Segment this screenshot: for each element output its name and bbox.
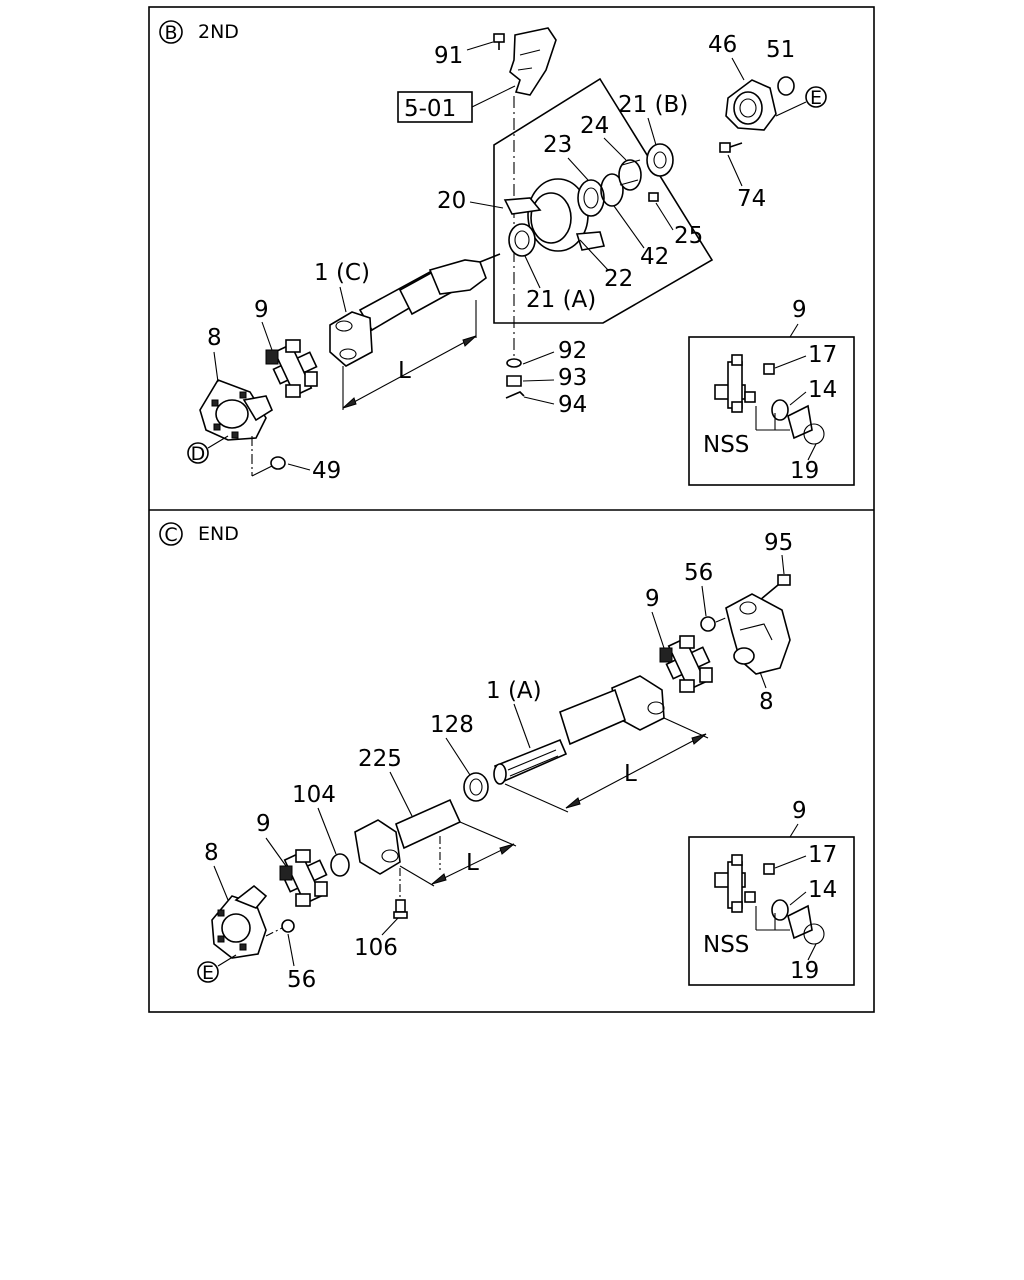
label-94: 94 [558,392,587,418]
inset-nss-b: 9 17 14 NSS 19 [688,297,855,486]
panel-b-marker: B [164,22,177,44]
label-8-lower: 8 [204,840,219,866]
panel-b: B 2ND 91 5-01 20 [159,20,855,486]
label-106: 106 [354,935,398,961]
circle-e-b-label: E [810,87,822,109]
inset-b-label-nss: NSS [703,432,749,458]
bracket [509,27,557,96]
flange-46 [725,79,777,131]
label-23: 23 [543,132,572,158]
ujoint-9-b [265,339,318,398]
label-21b: 21 (B) [618,92,688,118]
inset-c-label-14: 14 [808,877,837,903]
slip-yoke-225 [354,798,462,875]
panel-c-title: END [198,523,239,545]
label-95: 95 [764,530,793,556]
label-9-top: 9 [645,586,660,612]
ring-128 [463,772,489,802]
inset-c-label-9: 9 [792,798,807,824]
panel-b-marker-circle [159,20,183,44]
label-128: 128 [430,712,474,738]
seal-24 [618,159,642,191]
panel-c-marker-circle [159,522,183,546]
panel-b-title: 2ND [198,21,239,43]
bolt-91 [493,33,505,50]
shaft-1c [329,253,501,367]
bolt-95 [759,574,791,601]
flange-yoke-8-top [725,593,791,675]
label-25: 25 [674,223,703,249]
nut-93 [506,375,522,387]
circle-d-label: D [191,443,206,465]
shaft-1a [493,675,665,785]
label-21a: 21 (A) [526,287,596,313]
bearing-outline [493,77,714,324]
inset-c-label-19: 19 [790,958,819,984]
flange-yoke-8-lower [211,884,268,959]
label-91: 91 [434,43,463,69]
label-93: 93 [558,365,587,391]
nut-51 [777,76,795,96]
panel-b-header: B 2ND [159,20,239,44]
center-bearing-housing [503,178,606,257]
label-8-b: 8 [207,325,222,351]
label-225: 225 [358,746,402,772]
circle-e-b [805,86,827,108]
nut-49 [270,456,286,470]
inset-b-label-19: 19 [790,458,819,484]
nipple-106 [393,899,408,919]
washer-56-lower [281,919,295,933]
circle-e-c-label: E [202,962,214,984]
bearing-23 [577,179,605,217]
pin-94 [505,391,525,399]
circle-d [187,442,209,464]
label-56-top: 56 [684,560,713,586]
seal-104 [330,853,350,877]
panel-c-marker: C [164,524,177,546]
inset-b-label-17: 17 [808,342,837,368]
inset-b-label-14: 14 [808,377,837,403]
label-1a: 1 (A) [486,678,542,704]
label-92: 92 [558,338,587,364]
label-9-b: 9 [254,297,269,323]
inset-nss-c: 9 17 14 NSS 19 [688,798,855,986]
label-20: 20 [437,188,466,214]
label-l-c2: L [466,850,479,876]
ring-42 [600,173,624,207]
panel-c: C END 95 56 8 [159,522,855,993]
label-42: 42 [640,244,669,270]
nut-56-top [700,616,716,632]
inset-b-label-9: 9 [792,297,807,323]
label-46: 46 [708,32,737,58]
ujoint-9-lower [279,849,328,907]
circle-e-c [197,961,219,983]
bolt-74 [719,142,743,153]
nipple-25 [648,192,659,202]
washer-92 [506,358,522,368]
ref-box-label: 5-01 [404,96,456,122]
label-74: 74 [737,186,766,212]
panel-c-header: C END [159,522,239,546]
ujoint-9-top [659,635,713,693]
dimension-l-c1 [504,717,709,813]
label-l-c1: L [624,761,637,787]
flange-yoke-8-b [199,379,274,441]
label-56-lower: 56 [287,967,316,993]
inset-c-label-nss: NSS [703,932,749,958]
seal-21b [646,143,674,177]
dimension-l-c2 [399,821,517,887]
dimension-l-b [342,300,477,410]
label-8-top: 8 [759,689,774,715]
label-49: 49 [312,458,341,484]
label-l-b: L [398,358,411,384]
label-104: 104 [292,782,336,808]
label-9-lower: 9 [256,811,271,837]
label-1c: 1 (C) [314,260,370,286]
label-22: 22 [604,266,633,292]
label-51: 51 [766,37,795,63]
inset-c-label-17: 17 [808,842,837,868]
label-24: 24 [580,113,609,139]
